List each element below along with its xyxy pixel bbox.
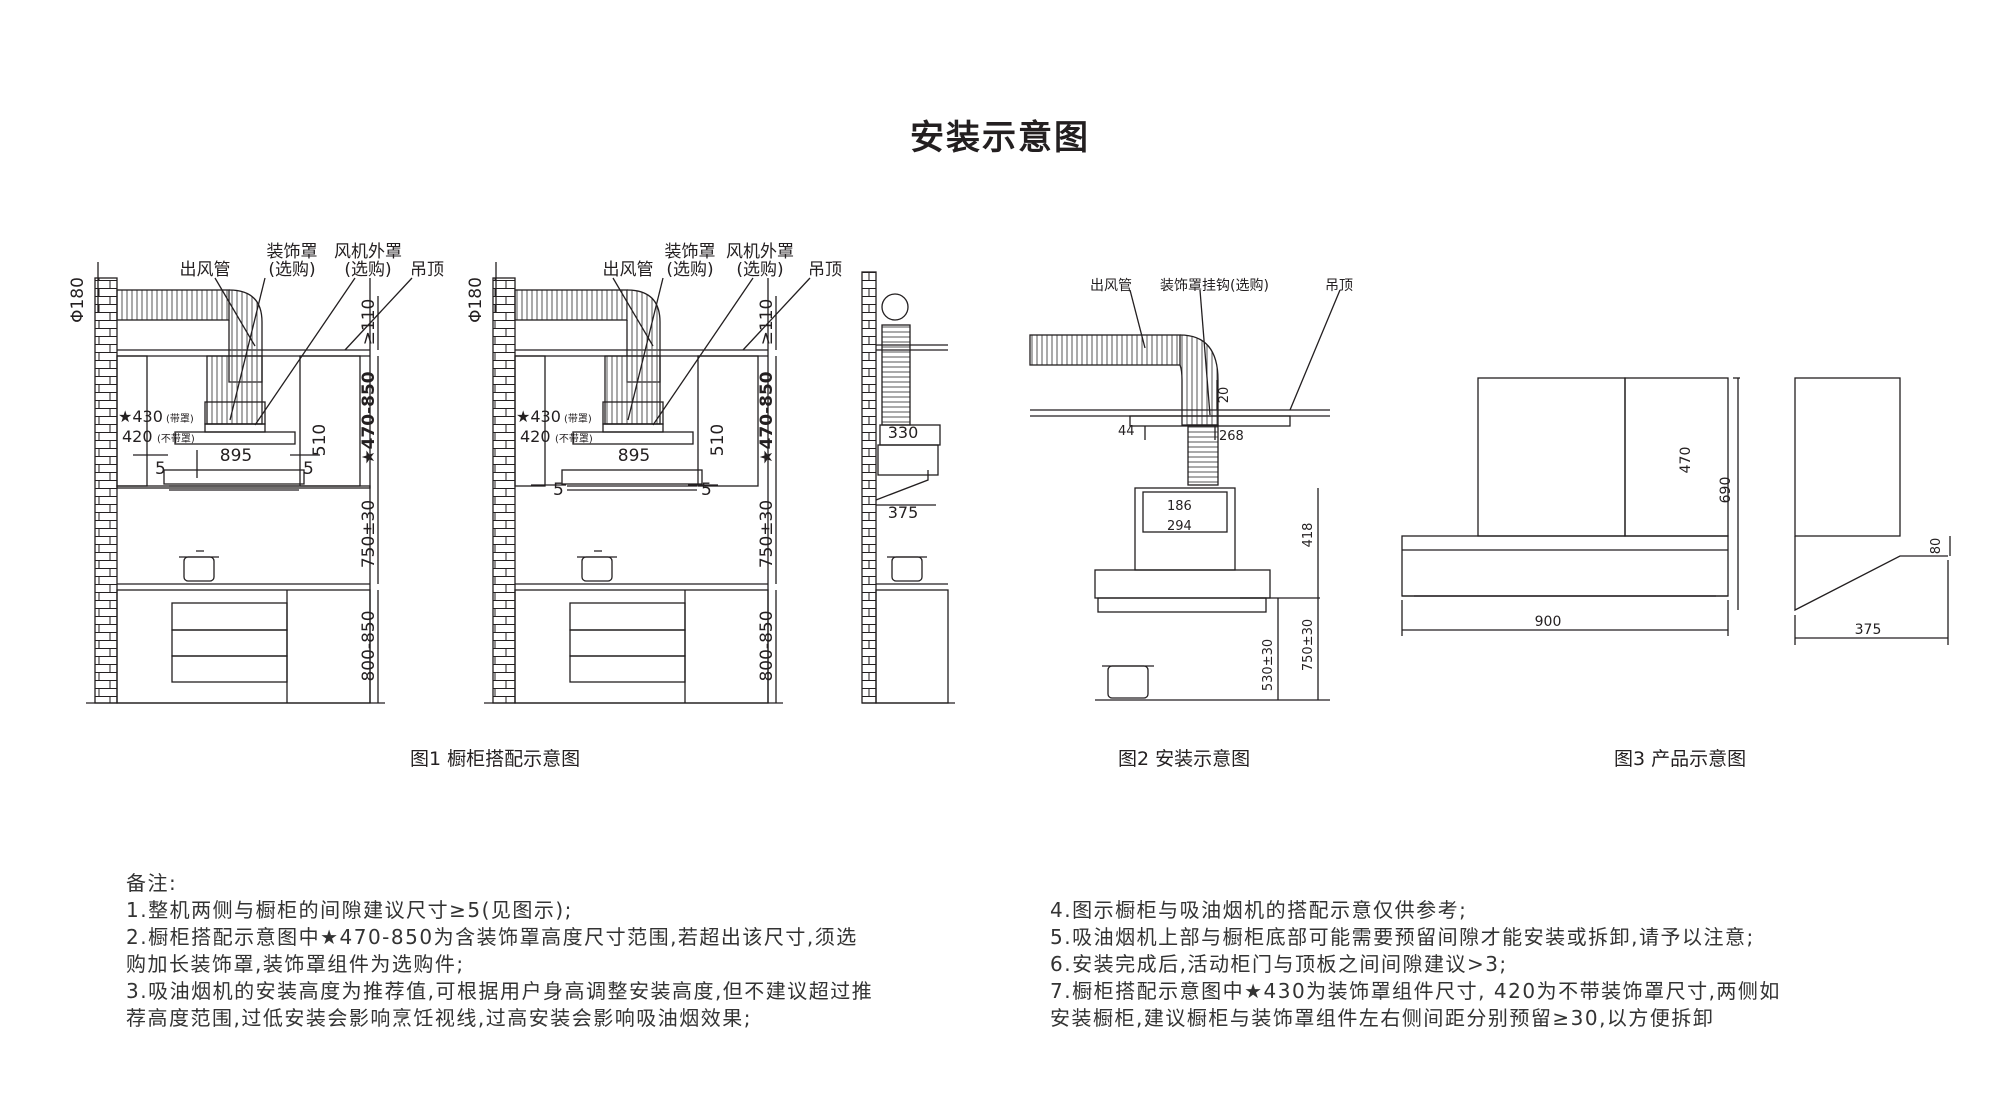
- fig1-dim-470: ★470-850: [359, 371, 379, 464]
- fig2-dim-750: 750±30: [1301, 619, 1316, 671]
- fig1b-dim-895: 895: [618, 446, 650, 466]
- fig1b-duct-label: 出风管: [603, 260, 654, 280]
- note-line: 7.橱柜搭配示意图中★430为装饰罩组件尺寸, 420为不带装饰罩尺寸,两侧如: [1050, 979, 1781, 1003]
- notes-right: 4.图示橱柜与吸油烟机的搭配示意仅供参考; 5.吸油烟机上部与橱柜底部可能需要预…: [1050, 897, 1781, 1032]
- fig2-duct-label: 出风管: [1090, 278, 1132, 294]
- fig1b-cover-optional: (选购): [666, 260, 713, 280]
- fig1b-fan-cover-optional: (选购): [736, 260, 783, 280]
- fig1-duct-label: 出风管: [180, 260, 231, 280]
- figure-2-installation: [1029, 289, 1341, 701]
- fig1b-dim-5-right: 5: [701, 480, 712, 500]
- side-dim-375: 375: [888, 503, 919, 522]
- side-dim-330: 330: [888, 423, 919, 442]
- fig1-dim-5-right: 5: [303, 459, 314, 479]
- fig1b-dim-430: ★430: [516, 407, 561, 426]
- fig1-without-cover: (不带罩): [157, 433, 195, 445]
- fig1-fan-cover-optional: (选购): [344, 260, 391, 280]
- fig2-dim-418: 418: [1301, 523, 1316, 548]
- fig1b-cover-label: 装饰罩: [665, 242, 716, 262]
- note-line: 4.图示橱柜与吸油烟机的搭配示意仅供参考;: [1050, 898, 1468, 922]
- fig1-dim-800: 800-850: [359, 610, 379, 681]
- fig1-dim-430: ★430: [118, 407, 163, 426]
- fig1-cover-optional: (选购): [268, 260, 315, 280]
- fig2-dim-20: 20: [1217, 387, 1232, 404]
- fig1-dim-phi: Φ180: [68, 277, 88, 323]
- note-line: 5.吸油烟机上部与橱柜底部可能需要预留间隙才能安装或拆卸,请予以注意;: [1050, 925, 1755, 949]
- fig1-ceiling-label: 吊顶: [410, 260, 444, 280]
- fig1b-dim-470: ★470-850: [757, 371, 777, 464]
- fig2-dim-186: 186: [1167, 499, 1192, 514]
- fig3-dim-470: 470: [1678, 447, 1694, 474]
- side-view: [861, 271, 955, 704]
- fig2-dim-268: 268: [1219, 429, 1244, 444]
- fig1b-dim-5-left: 5: [553, 480, 564, 500]
- fig2-dim-530: 530±30: [1261, 639, 1276, 691]
- notes-heading: 备注:: [126, 871, 178, 895]
- fig3-dim-900: 900: [1535, 614, 1562, 630]
- fig1b-dim-800: 800-850: [757, 610, 777, 681]
- note-line: 2.橱柜搭配示意图中★470-850为含装饰罩高度尺寸范围,若超出该尺寸,须选: [126, 925, 858, 949]
- notes-left: 备注: 1.整机两侧与橱柜的间隙建议尺寸≥5(见图示); 2.橱柜搭配示意图中★…: [126, 870, 873, 1032]
- note-line: 购加长装饰罩,装饰罩组件为选购件;: [126, 952, 465, 976]
- fig1-dim-510: 510: [310, 424, 330, 456]
- fig1b-dim-phi: Φ180: [466, 277, 486, 323]
- fig1b-ceiling-label: 吊顶: [808, 260, 842, 280]
- fig1b-dim-510: 510: [708, 424, 728, 456]
- fig3-dim-690: 690: [1718, 477, 1734, 504]
- fig2-dim-44: 44: [1118, 424, 1135, 439]
- note-line: 1.整机两侧与橱柜的间隙建议尺寸≥5(见图示);: [126, 898, 573, 922]
- fig1-dim-895: 895: [220, 446, 252, 466]
- fig1b-dim-420: 420: [520, 427, 551, 446]
- note-line: 安装橱柜,建议橱柜与装饰罩组件左右侧间距分别预留≥30,以方便拆卸: [1050, 1006, 1715, 1030]
- fig2-caption: 图2 安装示意图: [1118, 748, 1251, 770]
- fig2-dim-294: 294: [1167, 519, 1192, 534]
- fig1-fan-cover-label: 风机外罩: [334, 242, 402, 262]
- fig1-dim-110: ≥110: [359, 299, 379, 346]
- fig1-cover-label: 装饰罩: [267, 242, 318, 262]
- fig2-hook-label: 装饰罩挂钩(选购): [1160, 278, 1269, 294]
- fig1-caption: 图1 橱柜搭配示意图: [410, 748, 581, 770]
- fig1b-dim-110: ≥110: [757, 299, 777, 346]
- note-line: 3.吸油烟机的安装高度为推荐值,可根据用户身高调整安装高度,但不建议超过推: [126, 979, 874, 1003]
- fig3-caption: 图3 产品示意图: [1614, 748, 1747, 770]
- fig1-dim-5-left: 5: [155, 459, 166, 479]
- fig1b-fan-cover-label: 风机外罩: [726, 242, 794, 262]
- figure-1-cabinet: [86, 262, 413, 704]
- figure-1-cabinet-alt: [484, 262, 811, 704]
- note-line: 6.安装完成后,活动柜门与顶板之间间隙建议>3;: [1050, 952, 1508, 976]
- fig1b-without-cover: (不带罩): [555, 433, 593, 445]
- fig3-dim-80: 80: [1929, 538, 1944, 555]
- page-title: 安装示意图: [910, 118, 1090, 158]
- fig1b-with-cover: (带罩): [564, 413, 592, 425]
- fig1-dim-420: 420: [122, 427, 153, 446]
- figure-3-product: [1401, 377, 1951, 645]
- fig1-with-cover: (带罩): [166, 413, 194, 425]
- fig3-dim-375: 375: [1855, 622, 1882, 638]
- note-line: 荐高度范围,过低安装会影响烹饪视线,过高安装会影响吸油烟效果;: [126, 1006, 752, 1030]
- fig1b-dim-750: 750±30: [757, 500, 777, 568]
- fig2-ceiling-label: 吊顶: [1325, 278, 1353, 294]
- fig1-dim-750: 750±30: [359, 500, 379, 568]
